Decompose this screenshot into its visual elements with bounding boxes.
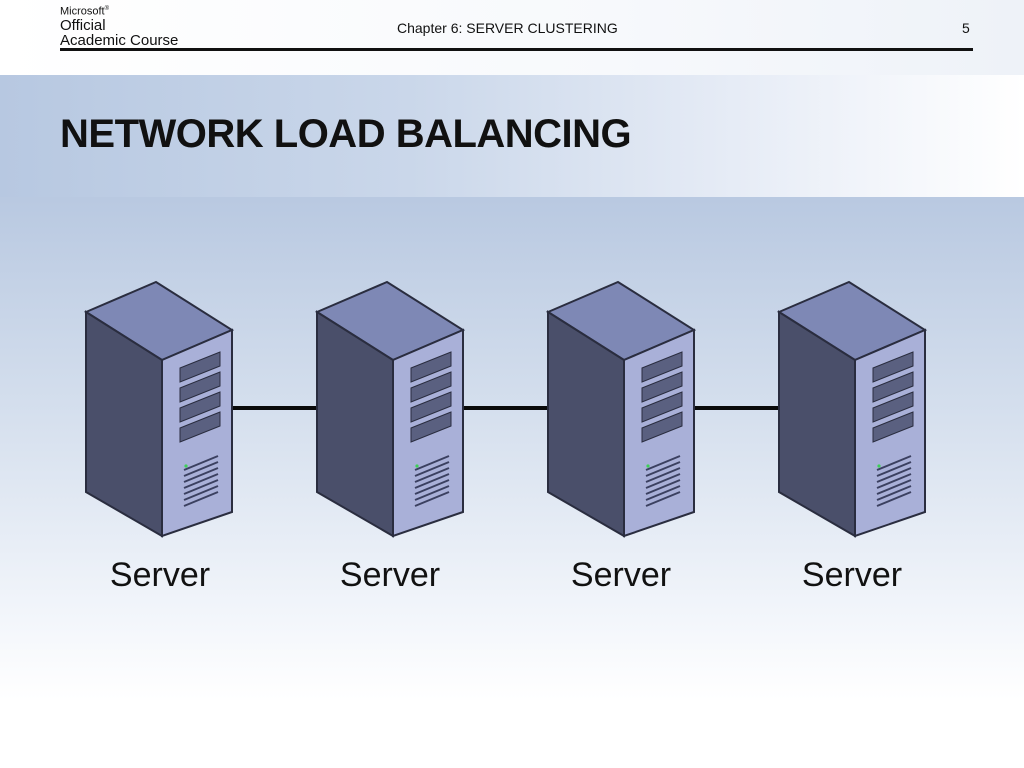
server-label-1: Server [109,556,211,594]
header-strip [0,0,1024,75]
server-icon [777,280,927,538]
slide-title: NETWORK LOAD BALANCING [60,112,632,156]
network-link-1 [230,406,320,410]
header-divider [60,48,973,51]
server-icon [84,280,234,538]
server-label-4: Server [801,556,903,594]
chapter-title: Chapter 6: SERVER CLUSTERING [397,20,618,36]
logo-line1: Official [60,16,106,34]
logo-brand: Microsoft® [60,5,110,18]
server-label-3: Server [570,556,672,594]
server-label-2: Server [339,556,441,594]
network-link-2 [460,406,550,410]
server-icon [315,280,465,538]
title-band [0,75,1024,197]
page-number: 5 [962,20,970,36]
server-icon [546,280,696,538]
logo-line2: Academic Course [60,31,179,49]
network-link-3 [690,406,780,410]
microsoft-official-academic-course-logo: Microsoft® Official Academic Course [60,3,178,48]
